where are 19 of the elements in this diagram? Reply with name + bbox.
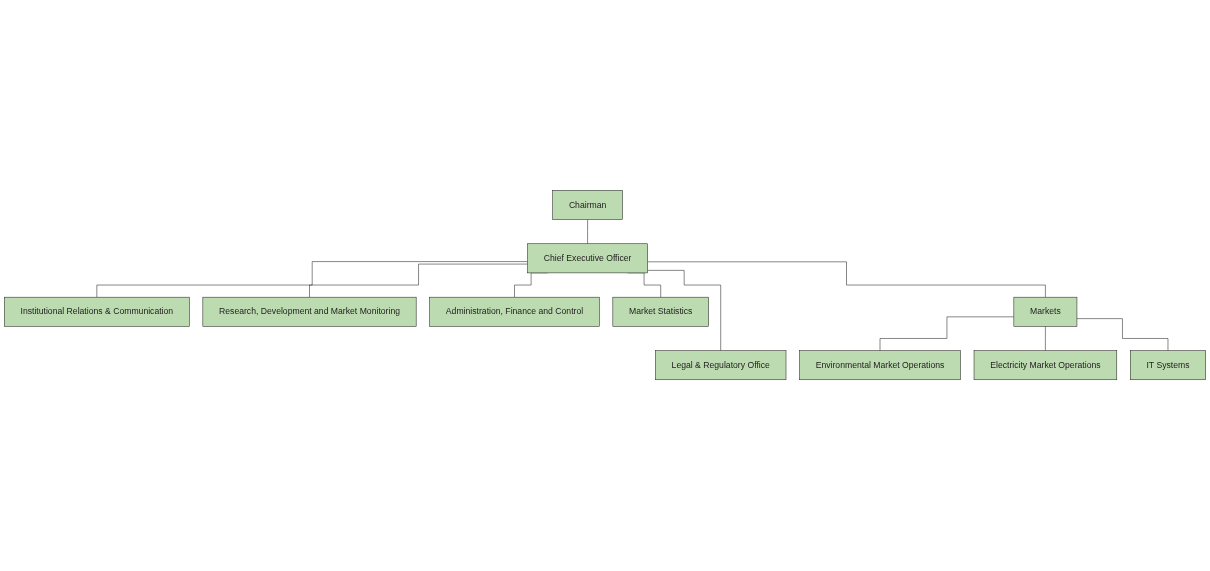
connector	[1045, 326, 1046, 352]
node-box: Electricity Market Operations	[973, 350, 1118, 381]
node-box: Environmental Market Operations	[799, 350, 961, 381]
connector	[1076, 318, 1169, 352]
node-box: Markets	[1013, 297, 1078, 328]
node-box: Chairman	[552, 190, 623, 221]
connector	[587, 219, 588, 245]
connector	[647, 270, 721, 352]
node-box: Market Statistics	[612, 297, 709, 328]
connector	[96, 261, 528, 298]
connector	[309, 264, 528, 298]
node-box: Research, Development and Market Monitoring	[202, 297, 417, 328]
node-box: Institutional Relations & Communication	[4, 297, 190, 328]
node-box: Legal & Regulatory Office	[655, 350, 787, 381]
node-box: IT Systems	[1130, 350, 1206, 381]
connector	[647, 262, 1046, 298]
node-box: Chief Executive Officer	[527, 243, 648, 274]
connector	[879, 317, 1015, 352]
node-box: Administration, Finance and Control	[429, 297, 600, 328]
